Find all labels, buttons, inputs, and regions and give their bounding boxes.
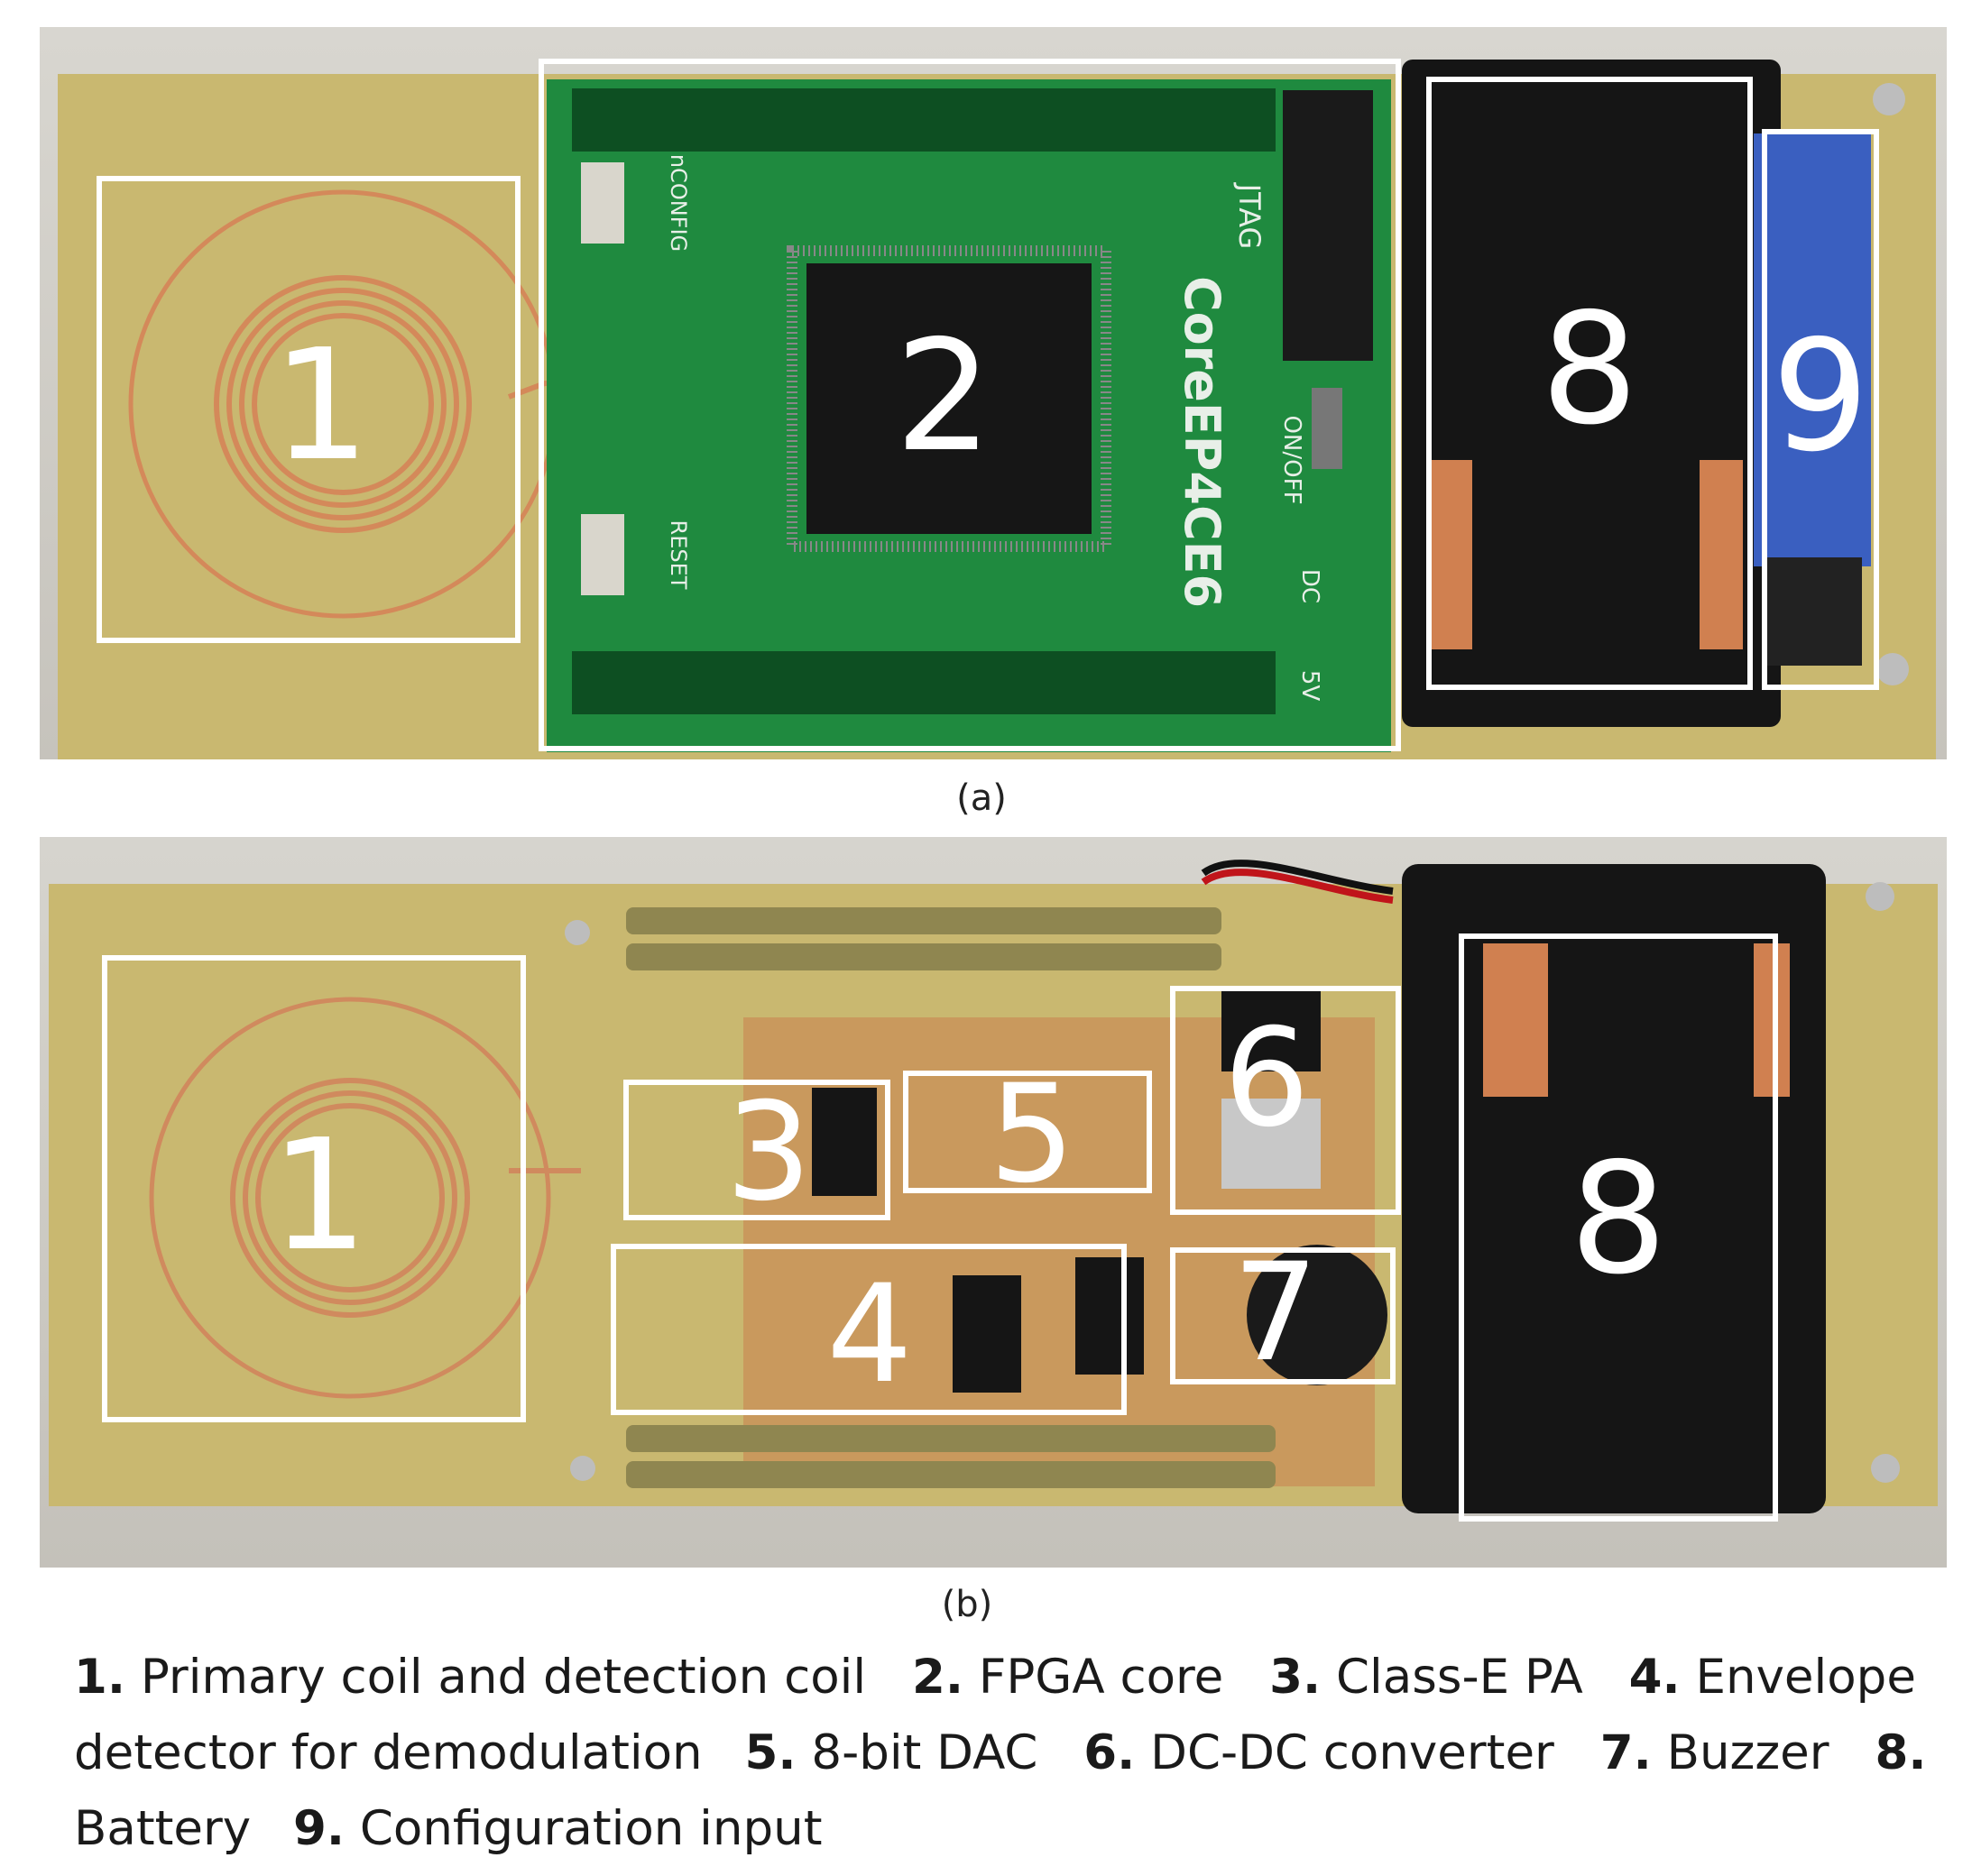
label-9: 9 — [1772, 308, 1869, 486]
box-8 — [1459, 933, 1778, 1522]
label-7: 7 — [1232, 1235, 1318, 1392]
box-6 — [1170, 986, 1401, 1215]
pa-ic — [812, 1088, 877, 1196]
battery — [1402, 60, 1781, 727]
board-label-reset: RESET — [666, 520, 691, 590]
photo-panel-b: 1 3 5 6 4 7 8 — [40, 837, 1947, 1568]
mounting-screw — [565, 920, 590, 945]
label-3: 3 — [725, 1074, 811, 1231]
mounting-screw — [1866, 882, 1894, 911]
regulator — [1221, 990, 1321, 1071]
figure-legend: 1. Primary coil and detection coil 2. FP… — [74, 1640, 1932, 1867]
buzzer — [1247, 1245, 1387, 1385]
board-label-5v: 5V — [1296, 670, 1323, 702]
legend-item-8-text: Battery — [74, 1801, 252, 1856]
legend-item-2: 2. FPGA core — [911, 1650, 1224, 1705]
legend-item-8-num: 8. — [1875, 1725, 1927, 1780]
annotation-boxes — [102, 933, 1778, 1522]
label-2: 2 — [895, 308, 992, 486]
box-1 — [102, 955, 526, 1422]
battery-copper-right — [1700, 460, 1743, 649]
box-3 — [623, 1080, 890, 1220]
box-4 — [611, 1244, 1127, 1415]
battery-copper-right — [1754, 943, 1790, 1097]
legend-item-6: 6. DC-DC converter — [1083, 1725, 1554, 1780]
legend-item-9: 9. Configuration input — [293, 1801, 823, 1856]
legend-item-4-num: 4. — [1628, 1650, 1681, 1705]
annotation-boxes — [97, 59, 1879, 751]
battery-copper-left — [1483, 943, 1548, 1097]
box-8 — [1426, 77, 1753, 690]
label-6: 6 — [1223, 1000, 1309, 1157]
legend-item-4-text: Envelope detector for demodulation — [74, 1650, 1916, 1780]
legend-item-3: 3. Class-E PA — [1269, 1650, 1583, 1705]
board-label-jtag: JTAG — [1232, 182, 1267, 250]
panel-b-caption: (b) — [941, 1584, 993, 1625]
legend-item-5: 5. 8-bit DAC — [744, 1725, 1038, 1780]
box-5 — [903, 1071, 1152, 1193]
envelope-ic-2 — [1075, 1257, 1144, 1375]
mounting-screw — [1876, 653, 1909, 685]
box-7 — [1170, 1247, 1396, 1384]
mounting-screw — [1871, 1454, 1900, 1483]
box-1 — [97, 176, 521, 643]
dip-switch — [1754, 133, 1871, 566]
board-label-coreep4ce6: CoreEP4CE6 — [1174, 276, 1230, 608]
label-1: 1 — [271, 1107, 368, 1285]
pin-rows — [626, 907, 1276, 1488]
label-8: 8 — [1570, 1130, 1667, 1309]
board-bottom-view: 1 3 5 6 4 7 8 — [40, 837, 1947, 1568]
board-label-dc: DC — [1296, 569, 1323, 603]
battery-wire-red — [1201, 869, 1394, 904]
config-button — [581, 162, 624, 244]
fpga-chip — [806, 263, 1092, 534]
header-pins — [572, 88, 1276, 714]
label-4: 4 — [826, 1256, 912, 1413]
box-2 — [539, 59, 1401, 751]
battery-copper-left — [1429, 460, 1472, 649]
envelope-ic-1 — [953, 1275, 1021, 1393]
regulator-tab — [1221, 1099, 1321, 1189]
label-5: 5 — [989, 1056, 1074, 1213]
photo-panel-a: CoreEP4CE6 JTAG RESET nCONFIG ON/OFF DC … — [40, 27, 1947, 759]
board-label-nconfig: nCONFIG — [666, 154, 691, 252]
battery-wire-black — [1201, 860, 1394, 895]
panel-a-caption: (a) — [956, 777, 1007, 819]
primary-coil — [149, 997, 581, 1399]
label-1: 1 — [272, 317, 370, 495]
box-9 — [1762, 129, 1879, 690]
label-8: 8 — [1541, 280, 1638, 459]
reset-button — [581, 514, 624, 595]
board-label-onoff: ON/OFF — [1278, 415, 1305, 504]
legend-item-1: 1. Primary coil and detection coil — [74, 1650, 867, 1705]
legend-item-7: 7. Buzzer — [1599, 1725, 1829, 1780]
jtag-connector — [1283, 90, 1373, 361]
mounting-screw — [570, 1456, 595, 1481]
mounting-screw — [1873, 83, 1905, 115]
board-top-view: CoreEP4CE6 JTAG RESET nCONFIG ON/OFF DC … — [40, 27, 1947, 759]
power-switch — [1312, 388, 1342, 469]
config-jumper — [1763, 557, 1862, 666]
